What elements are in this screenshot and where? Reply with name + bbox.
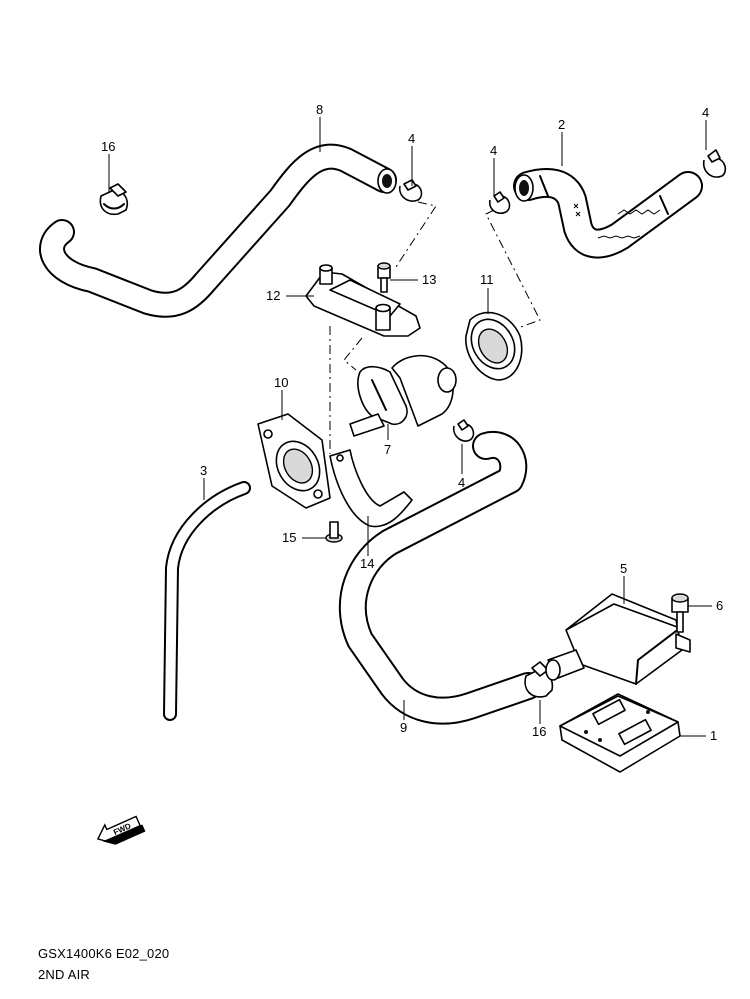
callout-8: 8 xyxy=(316,102,323,117)
callout-10: 10 xyxy=(274,375,288,390)
callout-11: 11 xyxy=(480,272,494,287)
hose-2 xyxy=(513,168,703,259)
callout-6: 6 xyxy=(716,598,723,613)
clip-4-a xyxy=(398,179,423,202)
clip-4-c xyxy=(702,149,727,178)
callout-1: 1 xyxy=(710,728,717,743)
bolt-6 xyxy=(671,593,689,633)
callout-14: 14 xyxy=(360,556,374,571)
callout-4-a: 4 xyxy=(408,131,415,146)
reed-valve-7 xyxy=(349,354,457,437)
bolt-13 xyxy=(377,262,391,293)
callouts: 16 8 4 4 2 4 13 12 11 10 7 4 3 15 14 5 6… xyxy=(101,102,723,743)
diagram-code: GSX1400K6 E02_020 xyxy=(38,946,170,961)
hose-9 xyxy=(338,431,542,725)
callout-7: 7 xyxy=(384,442,391,457)
callout-9: 9 xyxy=(400,720,407,735)
callout-12: 12 xyxy=(266,288,280,303)
clip-4-d xyxy=(452,419,475,442)
callout-13: 13 xyxy=(422,272,436,287)
fwd-arrow-icon: FWD xyxy=(96,815,146,845)
bolt-15 xyxy=(325,521,343,543)
callout-4-b: 4 xyxy=(490,143,497,158)
hose-8 xyxy=(39,143,397,318)
callout-4-c: 4 xyxy=(702,105,709,120)
callout-16-bottom: 16 xyxy=(532,724,546,739)
reed-plate-1 xyxy=(559,693,681,773)
bracket-14 xyxy=(329,449,413,528)
callout-2: 2 xyxy=(558,117,565,132)
callout-16-top: 16 xyxy=(101,139,115,154)
seal-11 xyxy=(465,311,523,381)
leader-lines xyxy=(108,117,712,737)
callout-15: 15 xyxy=(282,530,296,545)
clip-4-b xyxy=(488,191,511,215)
callout-5: 5 xyxy=(620,561,627,576)
clamp-16-top xyxy=(99,183,129,216)
callout-4-d: 4 xyxy=(458,475,465,490)
hose-3 xyxy=(163,481,251,721)
diagram-title: 2ND AIR xyxy=(38,967,90,982)
cover-12 xyxy=(305,264,421,337)
assembly-lines xyxy=(329,201,541,454)
callout-3: 3 xyxy=(200,463,207,478)
airbox-5 xyxy=(545,593,691,685)
gasket-10 xyxy=(257,413,331,509)
